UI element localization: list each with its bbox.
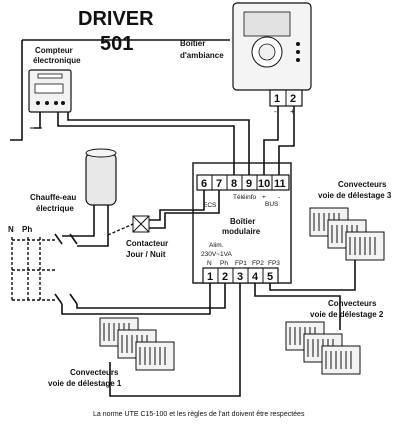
convector-group-2: Convecteurs voie de délestage 2 [285, 299, 384, 375]
module-label-1: Boîtier [230, 217, 255, 226]
module-alim-label: Alim. [209, 242, 224, 249]
ambiance-box: Boîtier d'ambiance 1 2 - + [180, 2, 312, 116]
module-top-terminal-8: 8 [231, 178, 237, 190]
meter-label-2: électronique [33, 56, 81, 65]
electronic-meter: Compteur électronique [28, 46, 81, 113]
day-night-contactor: Contacteur Jour / Nuit [126, 215, 168, 259]
ambiance-plus: + [290, 107, 295, 116]
module-top-terminal-7: 7 [216, 178, 222, 190]
module-top-terminal-11: 11 [274, 178, 286, 190]
module-ecs-label: ECS [203, 202, 217, 209]
convectors-1-label-2: voie de délestage 1 [48, 379, 122, 388]
module-minus-label: - [278, 194, 280, 201]
ambiance-minus: - [274, 107, 277, 116]
supply-neutral-label: N [8, 225, 14, 234]
module-bottom-terminal-4: 4 [252, 271, 259, 283]
module-teleinfo-label: Téléinfo [233, 194, 257, 201]
convector-group-1: Convecteurs voie de délestage 1 [48, 317, 175, 388]
convectors-3-label-2: voie de délestage 3 [318, 191, 392, 200]
module-pin-n: N [207, 260, 212, 267]
diagram-title-line2: 501 [100, 33, 133, 55]
module-label-2: modulaire [222, 227, 261, 236]
module-plus-label: + [262, 194, 266, 201]
convectors-2-label-1: Convecteurs [328, 299, 377, 308]
water-heater: Chauffe-eau électrique [30, 148, 117, 215]
supply-breakers [11, 233, 78, 305]
convectors-2-label-2: voie de délestage 2 [310, 310, 384, 319]
water-heater-label-2: électrique [36, 204, 74, 213]
module-bottom-terminal-5: 5 [267, 271, 273, 283]
module-bottom-terminal-1: 1 [207, 271, 213, 283]
ambiance-label-1: Boîtier [180, 39, 205, 48]
diagram-title-line1: DRIVER [78, 8, 154, 30]
module-alim-voltage: 230V~1VA [201, 251, 232, 258]
compliance-footnote: La norme UTE C15-100 et les règles de l'… [93, 411, 305, 418]
wiring [10, 39, 356, 397]
contactor-label-1: Contacteur [126, 239, 168, 248]
supply-phase-label: Ph [22, 225, 32, 234]
meter-label-1: Compteur [35, 46, 73, 55]
module-top-terminal-6: 6 [201, 178, 207, 190]
modular-box: 6 7 8 9 10 11 ECS Téléinfo + - BUS Boîti… [192, 162, 292, 284]
module-pin-fp1: FP1 [235, 260, 247, 267]
ambiance-terminal-1: 1 [274, 93, 280, 105]
module-bus-label: BUS [265, 201, 279, 208]
ambiance-terminal-2: 2 [290, 93, 296, 105]
module-bottom-terminal-2: 2 [222, 271, 228, 283]
module-pin-ph: Ph [220, 260, 228, 267]
ambiance-label-2: d'ambiance [180, 51, 224, 60]
convectors-3-label-1: Convecteurs [338, 180, 387, 189]
water-heater-label-1: Chauffe-eau [30, 193, 76, 202]
contactor-label-2: Jour / Nuit [126, 250, 166, 259]
convector-group-3: Convecteurs voie de délestage 3 [309, 180, 392, 261]
module-bottom-terminal-3: 3 [237, 271, 243, 283]
module-top-terminal-10: 10 [258, 178, 270, 190]
module-top-terminal-9: 9 [246, 178, 252, 190]
module-pin-fp3: FP3 [268, 260, 280, 267]
convectors-1-label-1: Convecteurs [70, 368, 119, 377]
module-pin-fp2: FP2 [252, 260, 264, 267]
